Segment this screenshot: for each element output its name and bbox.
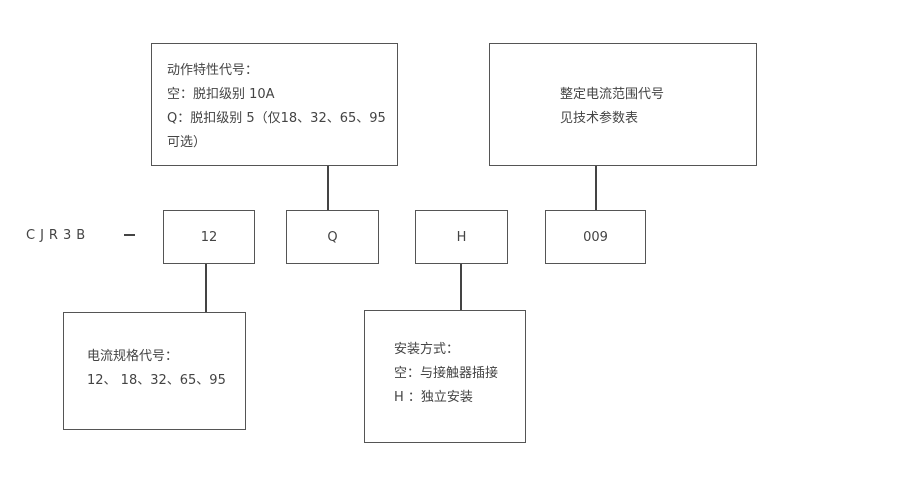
connector-mounting — [460, 264, 462, 310]
rating-desc-line: 12、 18、32、65、95 — [87, 373, 226, 388]
code-current-range: 009 — [583, 229, 608, 245]
action-desc-line: 可选） — [167, 135, 207, 150]
action-characteristic-box: 动作特性代号： 空：脱扣级别 10A Q：脱扣级别 5（仅18、32、65、95… — [151, 43, 398, 166]
current-range-box: 整定电流范围代号 见技术参数表 — [489, 43, 757, 166]
code-mounting: H — [456, 229, 467, 245]
separator-dash — [124, 234, 135, 236]
code-box-mounting: H — [415, 210, 508, 264]
mounting-method-box: 安装方式： 空：与接触器插接 H ：独立安装 — [364, 310, 526, 443]
code-action: Q — [327, 229, 338, 245]
mounting-desc-line: 空：与接触器插接 — [394, 366, 499, 381]
connector-action — [327, 166, 329, 210]
connector-rating — [205, 264, 207, 312]
current-range-desc-line: 整定电流范围代号 — [560, 87, 665, 102]
current-range-desc-line: 见技术参数表 — [560, 111, 639, 126]
current-rating-box: 电流规格代号： 12、 18、32、65、95 — [63, 312, 246, 430]
rating-desc-line: 电流规格代号： — [87, 349, 179, 364]
code-box-current-range: 009 — [545, 210, 646, 264]
mounting-desc-line: 安装方式： — [394, 342, 460, 357]
action-desc-line: Q：脱扣级别 5（仅18、32、65、95 — [167, 111, 386, 126]
code-box-rating: 12 — [163, 210, 255, 264]
code-rating: 12 — [200, 229, 218, 245]
action-desc-line: 动作特性代号： — [167, 63, 259, 78]
action-desc-line: 空：脱扣级别 10A — [167, 87, 275, 102]
connector-current-range — [595, 166, 597, 210]
mounting-desc-line: H ：独立安装 — [394, 390, 473, 405]
code-box-action: Q — [286, 210, 379, 264]
model-prefix: CJR3B — [26, 228, 91, 243]
